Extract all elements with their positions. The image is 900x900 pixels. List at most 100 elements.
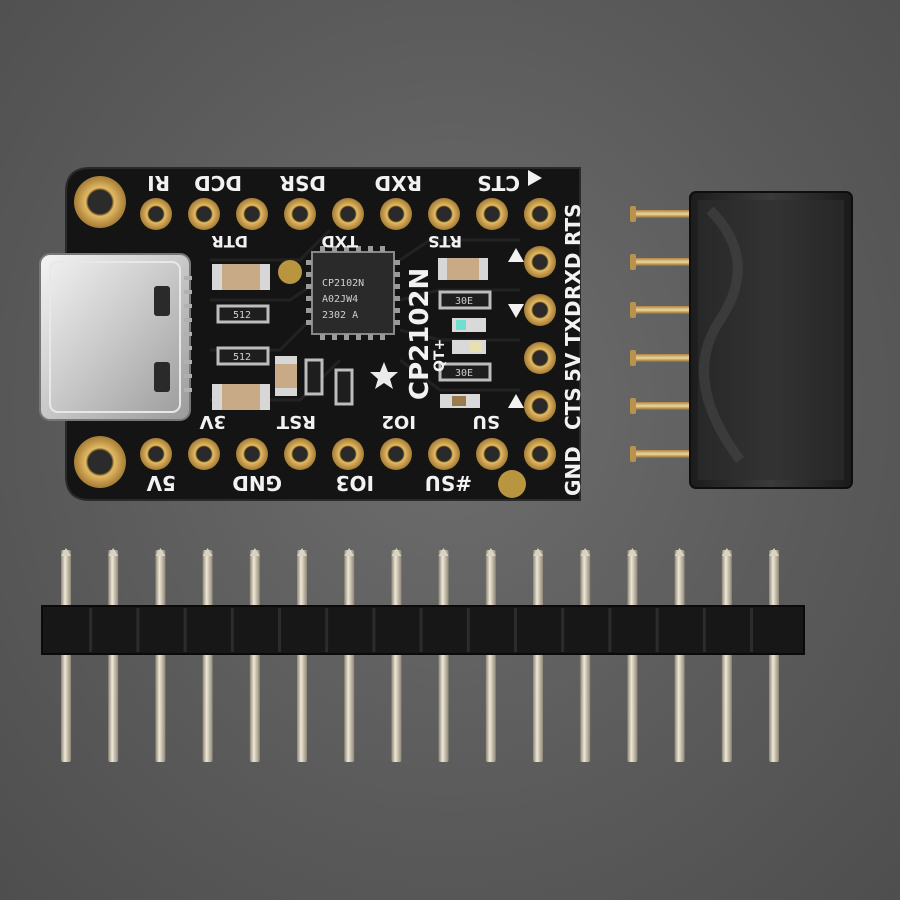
header-pin [485, 548, 496, 762]
pin-pad [428, 198, 460, 230]
pin-label: RI [147, 171, 170, 195]
header-pin [674, 548, 685, 762]
socket-pin [630, 254, 698, 270]
pin-label: DSR [280, 171, 326, 195]
pin-pad [524, 246, 556, 278]
resistor: 30E [438, 290, 492, 310]
pin-label: CTS [561, 387, 585, 430]
pin-label: 5V [146, 471, 176, 495]
svg-text:A02JW4: A02JW4 [322, 294, 358, 305]
pin-pad [332, 198, 364, 230]
led-indicator [452, 318, 486, 332]
pin-pad [524, 390, 556, 422]
header-pin [721, 548, 732, 762]
adafruit-flower-logo [370, 362, 398, 389]
capacitor [275, 356, 297, 396]
header-pin [769, 548, 779, 762]
resistor: 512 [216, 304, 270, 324]
male-pin-header-strip [41, 548, 805, 762]
svg-text:30E: 30E [455, 296, 473, 307]
pin-label: RXD [375, 171, 422, 195]
test-pad [498, 470, 526, 498]
svg-text:CP2102N: CP2102N [322, 278, 364, 289]
header-pin [155, 548, 166, 762]
pin-label: IO2 [381, 411, 416, 432]
pin-label: DCD [194, 171, 242, 195]
pin-label: 3V [199, 411, 226, 432]
socket-pin [630, 206, 698, 222]
pin-label: RTS [561, 203, 585, 246]
top-pin-row [140, 198, 556, 230]
board-silk-subtitle: QT+ [432, 339, 448, 372]
header-pin [297, 548, 307, 762]
arrow-icon [508, 394, 524, 408]
arrow-icon [508, 248, 524, 262]
header-pin [108, 548, 119, 762]
header-pin [202, 548, 213, 762]
pin-pad [188, 438, 220, 470]
header-pin [627, 548, 638, 762]
header-pin [344, 548, 355, 762]
pin-pad [284, 438, 316, 470]
pin-label: 5V [561, 352, 585, 382]
pin-label: DTR [211, 232, 248, 251]
pin-pad [524, 198, 556, 230]
cp2102n-chip: CP2102N A02JW4 2302 A [306, 246, 400, 340]
pin-label: #SU [425, 471, 472, 495]
pin-pad [140, 438, 172, 470]
pin-label: GND [561, 446, 585, 496]
female-socket-header [630, 191, 853, 489]
svg-text:512: 512 [233, 310, 251, 321]
header-pin [249, 548, 260, 762]
pin-pad [380, 438, 412, 470]
pin-pad [476, 438, 508, 470]
resistor [304, 358, 324, 396]
svg-text:30E: 30E [455, 368, 473, 379]
top-pin-labels: RI DCD DSR RXD CTS [147, 171, 520, 195]
pin-pad [188, 198, 220, 230]
bottom-pin-labels: 5V GND IO3 #SU [146, 471, 472, 495]
bottom-pin-row [140, 438, 556, 470]
pin-label: GND [232, 471, 282, 495]
pin-pad [524, 294, 556, 326]
lower-inner-labels: 3V RST IO2 SU [199, 411, 500, 432]
capacitor [438, 258, 488, 280]
pin-label: RXD [561, 253, 585, 300]
header-pin [438, 548, 449, 762]
pin-label: TXD [321, 232, 358, 251]
socket-pin [630, 446, 698, 462]
arrow-icon [528, 170, 542, 186]
pin-pad [524, 342, 556, 374]
pin-label: IO3 [336, 471, 374, 495]
pin-pad [428, 438, 460, 470]
test-pad [278, 260, 302, 284]
usb-c-connector [39, 253, 192, 421]
header-pin [61, 548, 71, 762]
capacitor [212, 384, 270, 410]
pin-pad [380, 198, 412, 230]
pin-pad [284, 198, 316, 230]
socket-pin [630, 398, 698, 414]
pin-pad [236, 438, 268, 470]
resistor: 512 [216, 346, 270, 366]
arrow-icon [508, 304, 524, 318]
pin-label: RST [276, 411, 316, 432]
pin-label: TXD [561, 300, 585, 346]
pin-pad [524, 438, 556, 470]
header-pin [391, 548, 402, 762]
pin-pad [140, 198, 172, 230]
capacitor [212, 264, 270, 290]
pin-pad [332, 438, 364, 470]
board-silk-title: CP2102N [405, 268, 435, 400]
led-indicator [440, 394, 480, 408]
resistor [334, 368, 354, 406]
pin-pad [476, 198, 508, 230]
pin-label: SU [472, 411, 500, 432]
led-indicator [452, 340, 486, 354]
pin-label: CTS [477, 171, 520, 195]
right-pin-column [524, 198, 556, 470]
svg-text:2302 A: 2302 A [322, 310, 358, 321]
